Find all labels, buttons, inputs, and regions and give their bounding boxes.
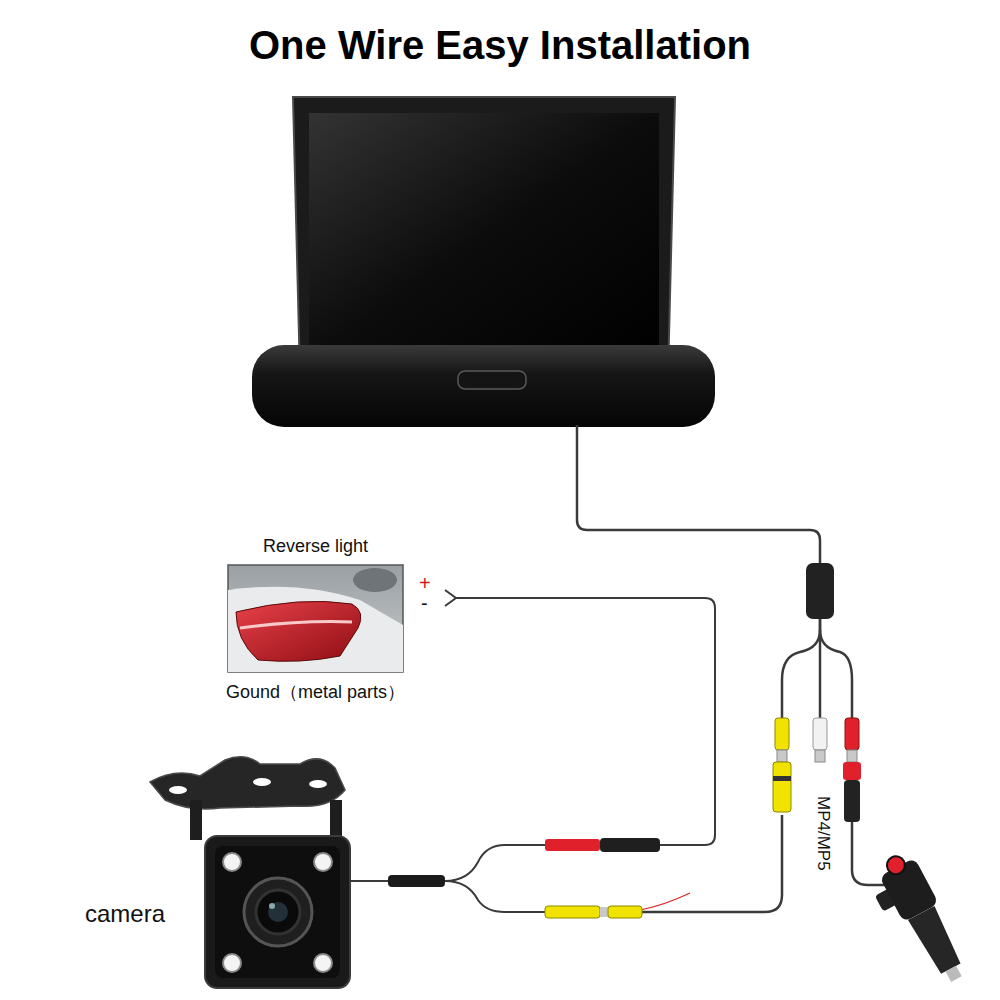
polarity-sign: + (419, 572, 431, 595)
diagram-title: One Wire Easy Installation (0, 22, 1000, 68)
camera-cable (345, 845, 545, 912)
cigarette-plug (863, 848, 975, 995)
camera-body (150, 757, 350, 988)
trigger-wire (640, 893, 690, 910)
reverse-light-photo (228, 565, 403, 672)
power-wire (445, 590, 715, 845)
cable-splitter (388, 875, 445, 887)
part-name: camera (85, 900, 165, 928)
monitor (252, 97, 715, 427)
monitor-cable (577, 425, 892, 912)
photo-caption: Gound（metal parts） (226, 682, 405, 703)
photo-frame: Reverse lightGound（metal parts） (218, 536, 414, 708)
photo-heading: Reverse light (263, 536, 368, 557)
camera-connectors (545, 838, 660, 918)
splitter-connector (806, 563, 834, 619)
port-name: MP4/MP5 (813, 796, 833, 871)
polarity-sign: - (421, 592, 428, 615)
